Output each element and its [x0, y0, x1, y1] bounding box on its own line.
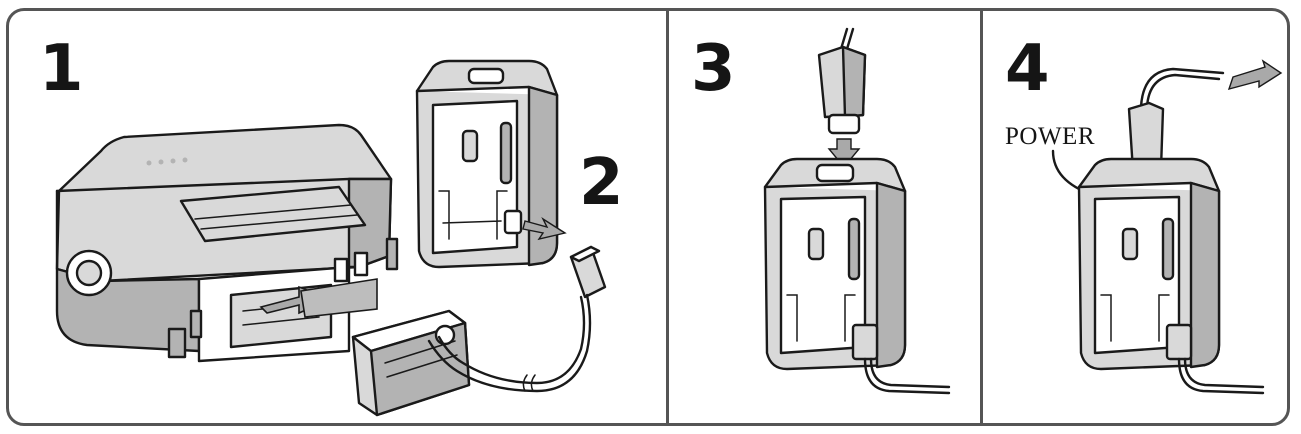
- step-2-number: 2: [579, 146, 624, 220]
- charger-drawing-4: [1077, 157, 1265, 395]
- power-label: POWER: [1005, 123, 1095, 150]
- panel-step-4: 4 POWER: [983, 11, 1287, 423]
- panel-4-illustration: [1051, 59, 1283, 395]
- ac-adapter-drawing: [415, 59, 567, 269]
- dc-cable-drawing: [427, 245, 607, 393]
- camcorder-drawing: [55, 123, 399, 363]
- insert-battery-arrows: [259, 278, 378, 318]
- divider-1: [666, 11, 669, 423]
- ac-plug-drawing: [817, 27, 867, 169]
- panel-step-3: 3: [669, 11, 980, 423]
- panel-step-1-2: 1 2: [9, 11, 666, 423]
- divider-2: [980, 11, 983, 423]
- panel-3-illustration: [763, 27, 951, 395]
- step-1-number: 1: [39, 32, 84, 106]
- step-4-number: 4: [1005, 32, 1050, 106]
- instruction-frame: 1 2: [6, 8, 1290, 426]
- battery-pack-drawing: [351, 309, 471, 417]
- step-3-number: 3: [691, 32, 736, 106]
- panel-1-illustration: [55, 59, 607, 417]
- charger-drawing-3: [763, 157, 951, 395]
